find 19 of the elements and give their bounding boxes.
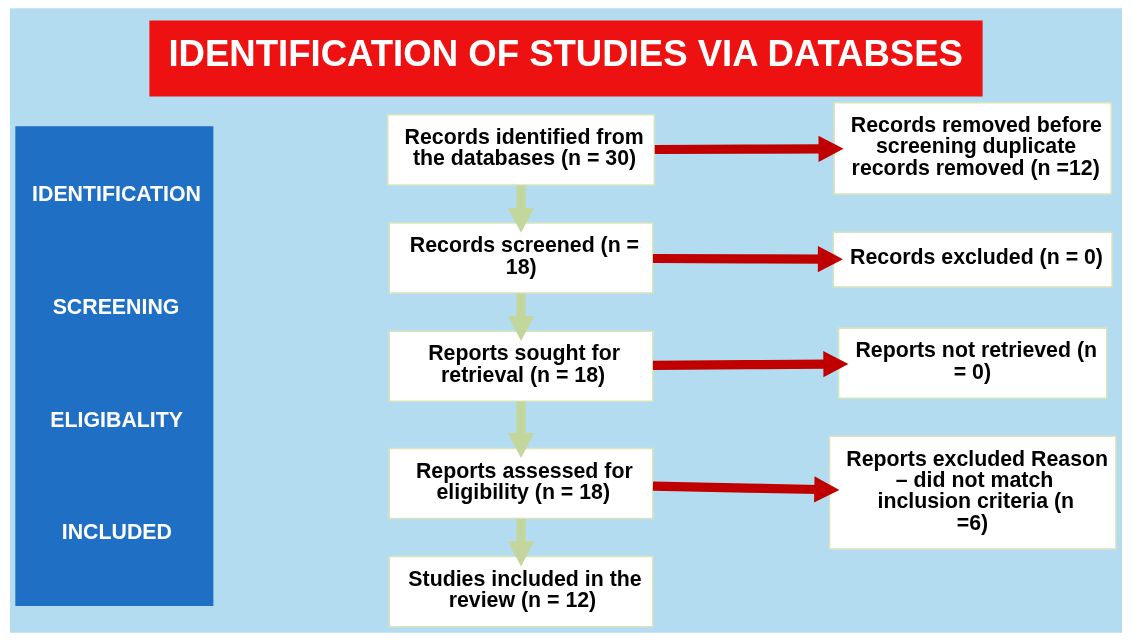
node-box: Reports excluded Reason – did not match inclusion criteria (n =6) bbox=[828, 435, 1117, 550]
arrow bbox=[507, 401, 535, 459]
node-box: IDENTIFICATION SCREENING ELIGIBALITY INCLUDED bbox=[15, 126, 214, 607]
arrow bbox=[652, 476, 840, 503]
node-box: Records identified from the databases (n = 30) bbox=[387, 114, 656, 186]
node-box: Records removed before screening duplicate records removed (n =12) bbox=[833, 101, 1113, 195]
node-box: Records excluded (n = 0) bbox=[832, 231, 1113, 288]
arrow bbox=[652, 245, 843, 273]
arrow bbox=[507, 293, 535, 341]
arrow bbox=[507, 185, 535, 233]
node-box: Records screened (n = 18) bbox=[388, 222, 654, 294]
diagram-title: IDENTIFICATION OF STUDIES VIA DATABSES bbox=[168, 33, 963, 75]
node-box: Reports not retrieved (n = 0) bbox=[837, 327, 1108, 399]
node-box: Reports sought for retrieval (n = 18) bbox=[388, 330, 654, 402]
node-box: Reports assessed for eligibility (n = 18) bbox=[388, 447, 654, 520]
arrow bbox=[507, 518, 535, 567]
node-box: Studies included in the review (n = 12) bbox=[388, 555, 654, 628]
arrow bbox=[652, 351, 849, 378]
arrow bbox=[654, 135, 844, 163]
